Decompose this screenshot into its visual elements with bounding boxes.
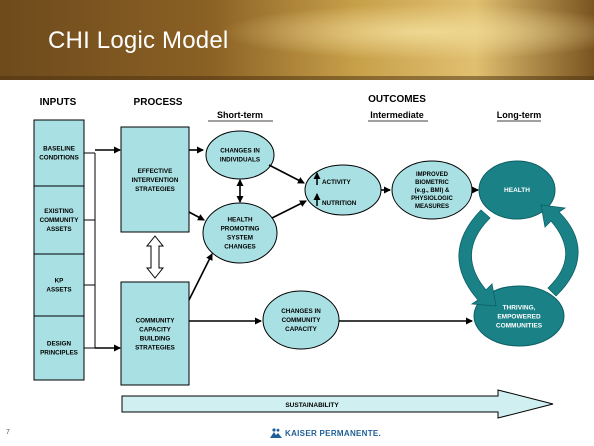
short-community-capacity-shape [262, 290, 340, 350]
short-community-capacity-line-1: CHANGES IN [281, 308, 321, 315]
input-existing-community-assets-line-3: ASSETS [46, 226, 71, 233]
process-effective-box [120, 126, 190, 233]
long-thriving-line-3: COMMUNITIES [496, 322, 543, 329]
arrow-capacity-to-health-system [188, 253, 213, 301]
process-capacity-box [120, 281, 190, 386]
short-community-capacity-line-2: COMMUNITY [282, 317, 322, 324]
kaiser-permanente-logo: KAISER PERMANENTE. [270, 428, 381, 438]
long-thriving-line-2: EMPOWERED [497, 313, 541, 320]
process-double-arrow [145, 235, 165, 279]
short-health-system-line-4: CHANGES [224, 244, 256, 251]
input-kp-assets-line-1: KP [55, 278, 64, 285]
process-capacity-line-1: COMMUNITY [136, 318, 176, 325]
arrow-health-system-to-activity [271, 200, 307, 219]
process-effective-line-2: INTERVENTION [132, 177, 179, 184]
sustainability-arrow [121, 389, 554, 419]
header-short-term: Short-term [217, 110, 263, 120]
long-thriving-line-1: THRIVING, [503, 304, 536, 311]
process-capacity-line-2: CAPACITY [139, 327, 172, 334]
intermediate-nutrition: NUTRITION [322, 200, 357, 207]
input-existing-community-assets-line-1: EXISTING [44, 208, 73, 215]
long-health: HEALTH [504, 187, 530, 194]
input-design-principles-line-1: DESIGN [47, 341, 72, 348]
process-effective-line-3: STRATEGIES [135, 186, 175, 193]
long-health-shape [478, 160, 556, 220]
header-process: PROCESS [134, 97, 183, 108]
short-changes-individuals-shape [205, 130, 275, 180]
cycle-left-arrow [458, 209, 497, 307]
header-long-term: Long-term [497, 110, 542, 120]
arrow-individuals-to-activity [268, 164, 305, 184]
intermediate-activity: ACTIVITY [322, 179, 351, 186]
short-health-system-line-3: SYSTEM [227, 235, 253, 242]
input-design-principles-line-2: PRINCIPLES [40, 350, 78, 357]
process-capacity-line-3: BUILDING [140, 336, 171, 343]
input-kp-assets-line-2: ASSETS [46, 287, 71, 294]
header-outcomes: OUTCOMES [368, 94, 426, 105]
intermediate-activity-nutrition-shape [304, 164, 382, 216]
arrow-effective-to-health-system [188, 211, 205, 221]
sustainability-label: SUSTAINABILITY [285, 402, 339, 409]
intermediate-biometric-line-2: BIOMETRIC [415, 180, 449, 186]
short-changes-individuals-line-1: CHANGES IN [220, 148, 260, 155]
inputs-column-box [33, 119, 85, 381]
process-effective-line-1: EFFECTIVE [138, 168, 173, 175]
short-health-system-shape [202, 202, 278, 264]
title-banner: CHI Logic Model [0, 0, 594, 80]
slide-title: CHI Logic Model [48, 27, 229, 54]
logo-text: KAISER PERMANENTE. [285, 428, 382, 438]
input-baseline-conditions-line-2: CONDITIONS [39, 155, 79, 162]
intermediate-biometric-line-3: (e.g., BMI) & [415, 188, 450, 194]
intermediate-biometric-line-4: PHYSIOLOGIC [411, 196, 453, 202]
cycle-right-arrow [540, 204, 579, 297]
input-existing-community-assets-line-2: COMMUNITY [40, 217, 80, 224]
short-community-capacity-line-3: CAPACITY [285, 326, 318, 333]
header-inputs: INPUTS [40, 97, 77, 108]
title-banner-background [0, 0, 594, 80]
page-number: 7 [6, 429, 10, 436]
long-thriving-shape [473, 285, 565, 347]
short-health-system-line-1: HEALTH [227, 217, 253, 224]
kp-logo-icon [270, 428, 282, 438]
process-capacity-line-4: STRATEGIES [135, 345, 175, 352]
short-health-system-line-2: PROMOTING [221, 226, 260, 233]
header-intermediate: Intermediate [370, 110, 424, 120]
input-baseline-conditions-line-1: BASELINE [43, 146, 75, 153]
intermediate-biometric-line-1: IMPROVED [416, 172, 449, 178]
short-changes-individuals-line-2: INDIVIDUALS [220, 157, 260, 164]
intermediate-biometric-line-5: MEASURES [415, 204, 449, 210]
